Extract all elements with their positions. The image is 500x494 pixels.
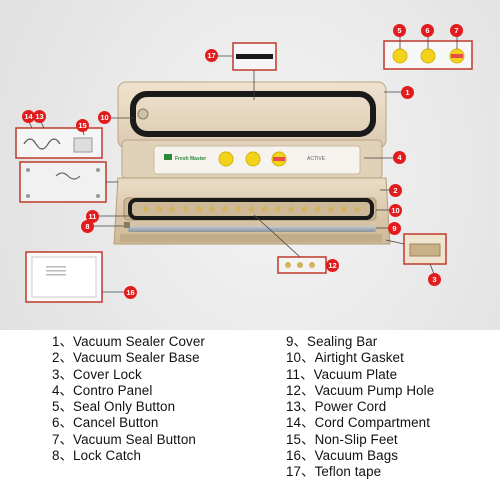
pump-hole: [183, 206, 189, 212]
seal-only-button[interactable]: [392, 48, 408, 64]
callout-1: 1: [401, 86, 414, 99]
pump-hole: [315, 206, 321, 212]
callout-14: 14: [22, 110, 35, 123]
brand-label: Fresh Master: [175, 156, 206, 162]
pump-hole: [249, 206, 255, 212]
callout-7: 7: [450, 24, 463, 37]
callout-12: 12: [326, 259, 339, 272]
control-panel: Fresh Master ACTIVE: [121, 139, 383, 179]
pump-hole: [169, 206, 175, 212]
cancel-button[interactable]: [420, 48, 436, 64]
pump-hole: [196, 206, 202, 212]
pump-hole: [301, 206, 307, 212]
cover-lock-inset: [385, 233, 447, 275]
legend-item: 13、Power Cord: [286, 399, 387, 415]
lid-gasket: [130, 91, 376, 137]
callout-13: 13: [33, 110, 46, 123]
legend-item: 3、Cover Lock: [52, 366, 142, 382]
pump-hole: [235, 206, 241, 212]
legend-column-right: 9、Sealing Bar 10、Airtight Gasket 11、Vacu…: [286, 334, 434, 481]
lock-catch: [124, 222, 130, 228]
legend-item: 5、Seal Only Button: [52, 399, 176, 415]
legend-item: 8、Lock Catch: [52, 448, 142, 464]
callout-11: 11: [86, 210, 99, 223]
vacuum-sealer-cover: [117, 81, 387, 149]
sealing-bar: [128, 226, 376, 232]
teflon-tape-inset: [215, 42, 277, 100]
parts-legend: 1、Vacuum Sealer Cover 2、Vacuum Sealer Ba…: [0, 330, 500, 494]
legend-item: 14、Cord Compartment: [286, 415, 431, 431]
legend-item: 1、Vacuum Sealer Cover: [52, 334, 205, 349]
callout-9: 9: [388, 222, 401, 235]
pump-hole: [275, 206, 281, 212]
legend-item: 9、Sealing Bar: [286, 334, 378, 349]
cancel-button-on-panel[interactable]: [245, 151, 261, 167]
legend-item: 12、Vacuum Pump Hole: [286, 382, 435, 398]
panel-small-text: ACTIVE: [307, 156, 326, 162]
callout-8: 8: [81, 220, 94, 233]
vacuum-sealer-illustration: Fresh Master ACTIVE: [15, 36, 473, 303]
vacuum-plate: [143, 206, 360, 212]
pump-hole: [222, 206, 228, 212]
callout-17: 17: [205, 49, 218, 62]
legend-item: 11、Vacuum Plate: [286, 366, 398, 382]
callout-15: 15: [76, 119, 89, 132]
callout-3: 3: [428, 273, 441, 286]
legend-item: 2、Vacuum Sealer Base: [52, 350, 200, 366]
legend-item: 16、Vacuum Bags: [286, 448, 399, 464]
airtight-gasket: [128, 198, 374, 220]
callout-10: 10: [389, 204, 402, 217]
legend-column-left: 1、Vacuum Sealer Cover 2、Vacuum Sealer Ba…: [52, 334, 205, 464]
legend-item: 4、Contro Panel: [52, 382, 153, 398]
legend-item: 10、Airtight Gasket: [286, 350, 404, 366]
pump-hole: [262, 206, 268, 212]
pump-hole: [328, 206, 334, 212]
callout-2: 2: [389, 184, 402, 197]
pump-hole: [156, 206, 162, 212]
vacuum-bags-inset: [25, 251, 124, 303]
legend-item: 15、Non-Slip Feet: [286, 431, 398, 447]
legend-item: 17、Teflon tape: [286, 464, 382, 480]
callout-6: 6: [421, 24, 434, 37]
callout-5: 5: [393, 24, 406, 37]
pump-hole: [288, 206, 294, 212]
pump-hole: [354, 206, 360, 212]
pump-hole: [209, 206, 215, 212]
legend-item: 7、Vacuum Seal Button: [52, 431, 196, 447]
cord-compartment-inset: [15, 119, 118, 203]
callout-4: 4: [393, 151, 406, 164]
callout-16: 16: [124, 286, 137, 299]
pump-hole-inset: [253, 214, 327, 274]
seal-only-button-on-panel[interactable]: [218, 151, 234, 167]
buttons-inset: [383, 36, 473, 70]
legend-item: 6、Cancel Button: [52, 415, 159, 431]
pump-hole: [143, 206, 149, 212]
pump-hole: [341, 206, 347, 212]
vacuum-sealer-base: [113, 177, 391, 245]
callout-10-lid: 10: [98, 111, 111, 124]
